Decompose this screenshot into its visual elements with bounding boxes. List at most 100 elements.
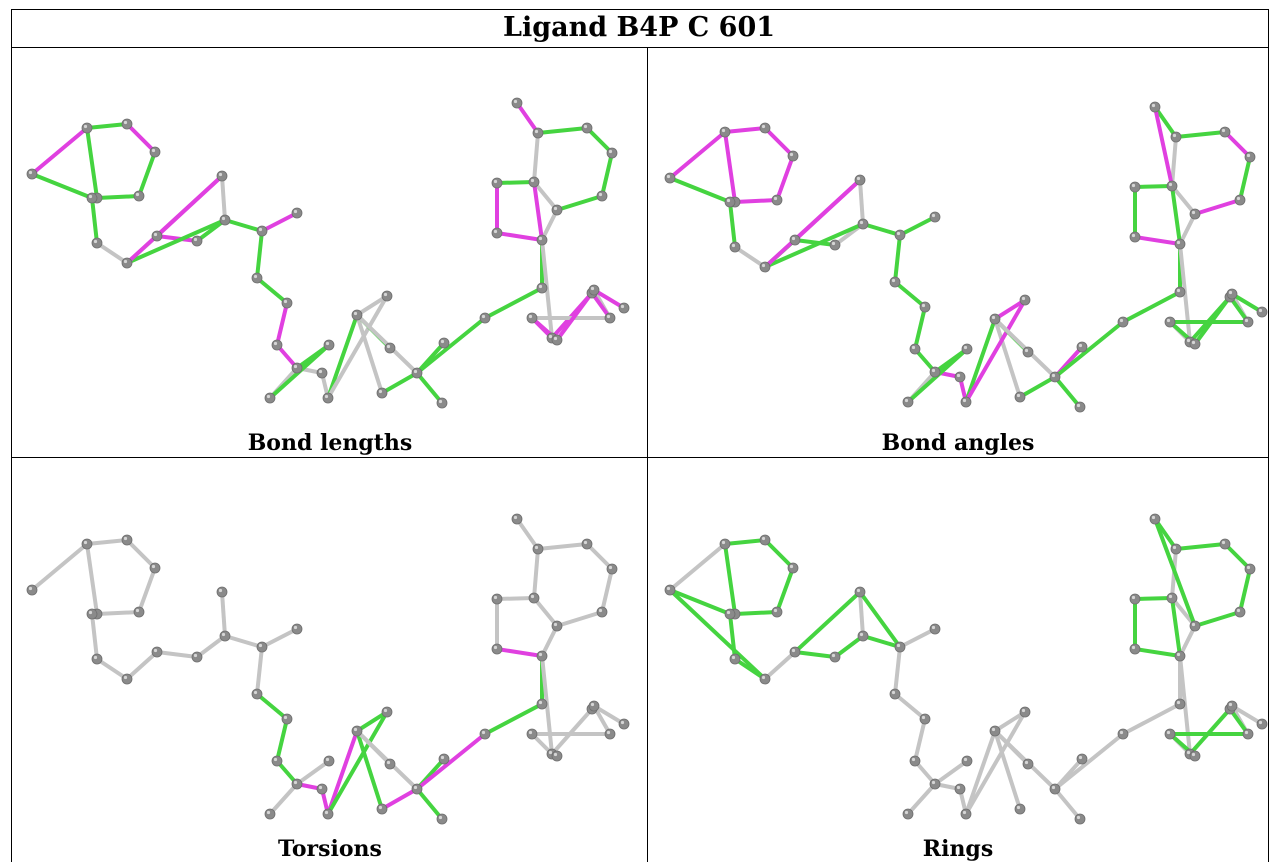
atom-highlight bbox=[606, 730, 611, 735]
bond-grey bbox=[540, 624, 559, 658]
atom bbox=[729, 653, 741, 665]
atom-highlight bbox=[93, 655, 98, 660]
atom-highlight bbox=[1186, 750, 1191, 755]
atom-highlight bbox=[88, 610, 93, 615]
atom bbox=[787, 562, 799, 574]
atom bbox=[1189, 208, 1201, 220]
bond-green bbox=[1133, 184, 1174, 189]
atom bbox=[151, 230, 163, 242]
atom-highlight bbox=[761, 675, 766, 680]
atom-highlight bbox=[598, 192, 603, 197]
bond-grey bbox=[1178, 212, 1197, 246]
atom-highlight bbox=[583, 124, 588, 129]
atom-highlight bbox=[911, 345, 916, 350]
atom bbox=[91, 237, 103, 249]
atom-highlight bbox=[1051, 373, 1056, 378]
atom-highlight bbox=[1131, 595, 1136, 600]
atom-highlight bbox=[440, 755, 445, 760]
atom bbox=[829, 239, 841, 251]
atom-highlight bbox=[666, 174, 671, 179]
atom-highlight bbox=[726, 610, 731, 615]
atom-highlight bbox=[324, 810, 329, 815]
atom bbox=[1244, 151, 1256, 163]
bond-green bbox=[326, 710, 389, 816]
bond-grey bbox=[592, 704, 626, 726]
bond-grey bbox=[898, 627, 937, 649]
bond-green bbox=[555, 194, 604, 212]
atom bbox=[1129, 643, 1141, 655]
atom-highlight bbox=[193, 653, 198, 658]
bond-grey bbox=[255, 645, 264, 696]
bond-grey bbox=[355, 313, 384, 395]
atom bbox=[536, 234, 548, 246]
atom-highlight bbox=[911, 757, 916, 762]
atom bbox=[133, 606, 145, 618]
atom-highlight bbox=[726, 198, 731, 203]
caption-torsions: Torsions bbox=[278, 836, 382, 862]
atom-highlight bbox=[440, 339, 445, 344]
bond-grey bbox=[268, 782, 299, 816]
bond-grey bbox=[355, 294, 389, 317]
atom bbox=[151, 646, 163, 658]
atom-highlight bbox=[620, 304, 625, 309]
atom-highlight bbox=[528, 314, 533, 319]
atom bbox=[191, 651, 203, 663]
atom-highlight bbox=[962, 398, 967, 403]
atom bbox=[1117, 316, 1129, 328]
bond-grey bbox=[858, 590, 865, 638]
bond-grey bbox=[30, 542, 89, 592]
atom-highlight bbox=[283, 299, 288, 304]
atom bbox=[256, 641, 268, 653]
atom bbox=[1242, 728, 1254, 740]
atom-highlight bbox=[1236, 608, 1241, 613]
bond-magenta bbox=[993, 298, 1027, 321]
bond-green bbox=[1223, 542, 1252, 571]
atom-highlight bbox=[1236, 196, 1241, 201]
atom-highlight bbox=[721, 540, 726, 545]
atom-highlight bbox=[293, 364, 298, 369]
bond-green bbox=[1153, 105, 1178, 139]
atom bbox=[664, 584, 676, 596]
atom-highlight bbox=[590, 286, 595, 291]
bond-green bbox=[495, 180, 536, 185]
atom bbox=[1174, 650, 1186, 662]
bond-magenta bbox=[125, 174, 224, 265]
atom bbox=[664, 172, 676, 184]
atom bbox=[1149, 513, 1161, 525]
atom bbox=[857, 630, 869, 642]
atom-highlight bbox=[548, 750, 553, 755]
atom bbox=[961, 343, 973, 355]
bond-green bbox=[668, 588, 732, 616]
bond-grey bbox=[540, 208, 559, 242]
bond-magenta bbox=[555, 288, 596, 342]
bond-green bbox=[668, 588, 767, 681]
atom bbox=[251, 272, 263, 284]
atom bbox=[491, 593, 503, 605]
bond-grey bbox=[1170, 184, 1197, 216]
atom bbox=[323, 755, 335, 767]
atom-highlight bbox=[218, 172, 223, 177]
bond-green bbox=[137, 150, 157, 198]
atom-highlight bbox=[666, 586, 671, 591]
atom-highlight bbox=[791, 648, 796, 653]
bond-grey bbox=[906, 782, 937, 816]
atom bbox=[491, 643, 503, 655]
bond-grey bbox=[964, 729, 997, 816]
atom bbox=[1076, 753, 1088, 765]
atom bbox=[929, 778, 941, 790]
atom bbox=[902, 396, 914, 408]
atom bbox=[729, 241, 741, 253]
atom bbox=[219, 630, 231, 642]
bond-grey bbox=[933, 759, 969, 786]
atom bbox=[491, 177, 503, 189]
atom-highlight bbox=[891, 278, 896, 283]
atom bbox=[551, 334, 563, 346]
atom bbox=[894, 229, 906, 241]
atom-highlight bbox=[731, 243, 736, 248]
atom-highlight bbox=[1176, 288, 1181, 293]
bond-green bbox=[255, 229, 264, 280]
bond-grey bbox=[913, 717, 927, 763]
atom bbox=[322, 392, 334, 404]
atom bbox=[889, 688, 901, 700]
atom bbox=[384, 342, 396, 354]
